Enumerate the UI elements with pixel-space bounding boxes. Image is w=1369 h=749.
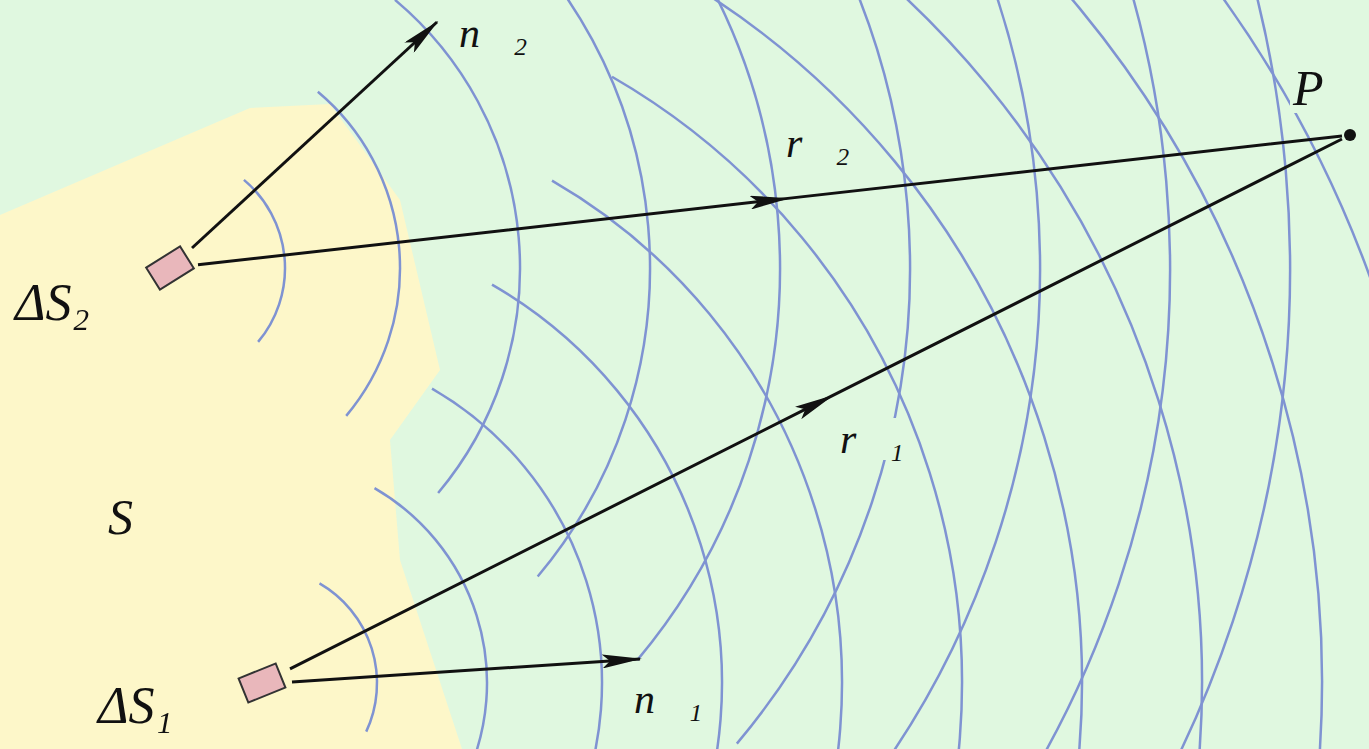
surface-region-shape xyxy=(0,100,470,749)
node-label: S xyxy=(105,492,136,542)
position-vector xyxy=(290,139,1342,669)
surface-region: S ΔS₂ ΔS₁ xyxy=(0,100,470,749)
wavefront-arc xyxy=(729,0,1040,749)
surface-element: ΔS₁ xyxy=(234,660,290,706)
wavefront-arcs xyxy=(244,0,1369,749)
vector-label: n⃗₂ xyxy=(455,12,531,54)
vector-label: n⃗₁ xyxy=(630,678,706,720)
wavefront-arc xyxy=(562,0,780,660)
wavefront-arc xyxy=(318,92,400,416)
wavefront-arc xyxy=(890,0,1290,749)
patch-fill xyxy=(146,246,194,289)
normal-vector xyxy=(292,659,640,682)
wavefront-arc xyxy=(732,0,1202,749)
surface-element-shape xyxy=(234,660,290,706)
wavefront-arc xyxy=(320,583,377,731)
field-point-shape xyxy=(1342,127,1358,143)
normal-vector xyxy=(192,22,437,248)
wavefront-arc xyxy=(813,0,1170,749)
position-vector xyxy=(198,136,1342,265)
surface-element: ΔS₂ xyxy=(142,245,198,291)
region-fill xyxy=(0,104,462,749)
patch-fill xyxy=(239,663,286,702)
surface-element-shape xyxy=(142,245,198,291)
node-label: ΔS₁ xyxy=(95,680,176,732)
point-dot xyxy=(1344,129,1356,141)
wavefront-arc xyxy=(244,180,285,342)
node-label: P xyxy=(1290,63,1327,113)
field-point: P xyxy=(1342,127,1358,143)
vector-label: r⃗₁ xyxy=(836,418,908,460)
wavefront-arc xyxy=(646,0,910,744)
wavefront-arc xyxy=(395,0,520,493)
wavefront-arc xyxy=(432,389,602,749)
vector-label: r⃗₂ xyxy=(782,122,854,164)
wavefront-arc xyxy=(492,285,722,749)
wavefront-arc xyxy=(479,0,650,577)
node-label: ΔS₂ xyxy=(12,277,93,329)
wavefront-arc xyxy=(852,0,1369,749)
wavefront-arc xyxy=(612,77,962,749)
